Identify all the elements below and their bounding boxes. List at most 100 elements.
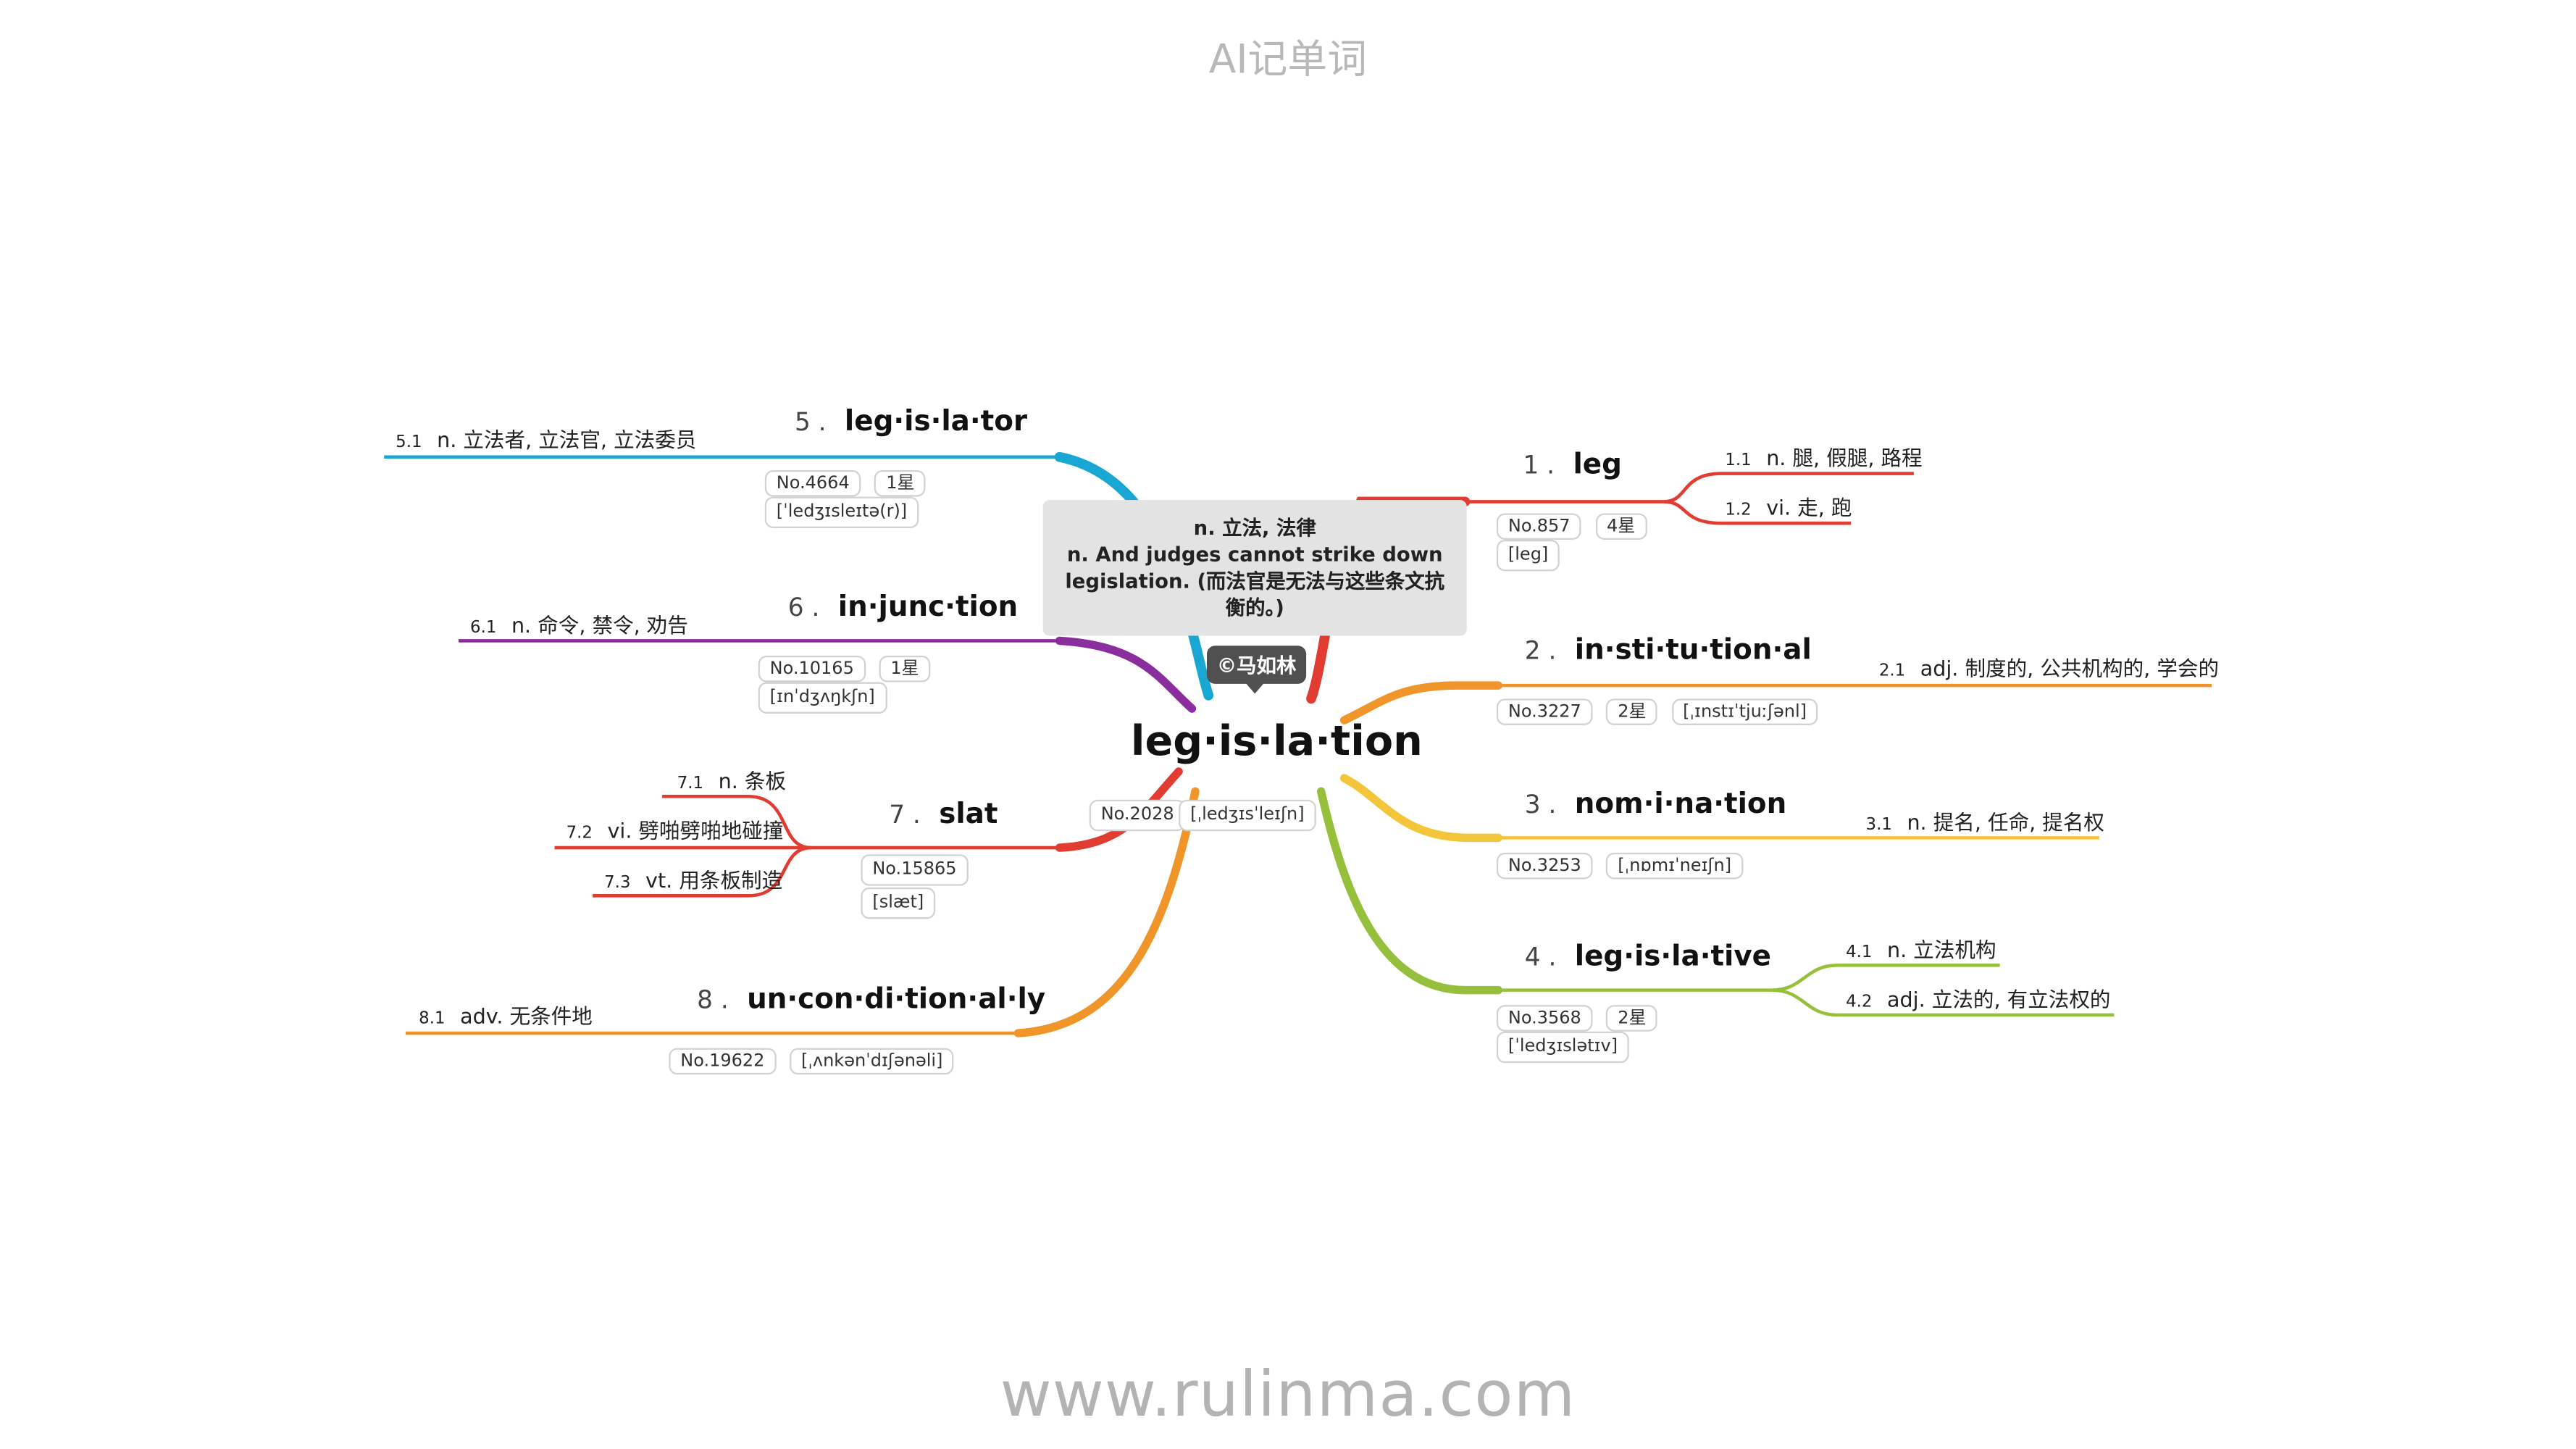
phonetic-badge: [ɪnˈdʒʌŋkʃn] bbox=[758, 682, 887, 714]
definition-text: adv. 无条件地 bbox=[460, 1003, 593, 1029]
definition-number: 7.1 bbox=[677, 774, 704, 793]
author-tag-pointer bbox=[1245, 682, 1265, 694]
popup-example: n. And judges cannot strike down legisla… bbox=[1065, 543, 1445, 619]
phonetic-badge: [ˈledʒɪsleɪtə(r)] bbox=[764, 496, 919, 529]
phonetic-badge: [ˈledʒɪslətɪv] bbox=[1496, 1031, 1630, 1064]
star-badge: 1星 bbox=[874, 470, 927, 497]
number-badge: No.10165 bbox=[758, 655, 866, 682]
definition-number: 2.1 bbox=[1878, 662, 1906, 681]
center-number-badge: No.2028 bbox=[1089, 799, 1186, 832]
star-badge: 1星 bbox=[879, 655, 931, 682]
branch-8-node[interactable]: 8 . un·con·di·tion·al·ly bbox=[697, 983, 1045, 1016]
definition-text: n. 立法机构 bbox=[1887, 937, 1996, 962]
phonetic-badge: [ˌʌnkənˈdɪʃənəli] bbox=[789, 1048, 955, 1075]
definition-number: 7.2 bbox=[566, 824, 593, 843]
branch-4-node[interactable]: 4 . leg·is·la·tive bbox=[1525, 940, 1771, 974]
phonetic-badge: [leg] bbox=[1496, 540, 1560, 572]
phonetic-badge: [ˌnɒmɪˈneɪʃn] bbox=[1606, 852, 1744, 880]
trunk-8 bbox=[1013, 787, 1200, 1037]
branch-word: leg bbox=[1573, 448, 1622, 483]
definition-number: 1.1 bbox=[1725, 451, 1752, 471]
number-badge: No.3253 bbox=[1496, 852, 1593, 880]
branch-number: 2 . bbox=[1524, 635, 1557, 666]
branch-6-badges: No.10165 1星 bbox=[758, 649, 931, 682]
definition-text: n. 提名, 任命, 提名权 bbox=[1907, 809, 2105, 835]
definition-number: 3.1 bbox=[1865, 816, 1892, 835]
definition-8-1: 8.1 adv. 无条件地 bbox=[419, 998, 593, 1030]
branch-number: 3 . bbox=[1524, 790, 1557, 820]
definition-number: 8.1 bbox=[419, 1010, 446, 1029]
branch-2-node[interactable]: 2 . in·sti·tu·tion·al bbox=[1525, 634, 1812, 667]
fork-4-2 bbox=[1771, 988, 2115, 1017]
definition-4-2: 4.2 adj. 立法的, 有立法权的 bbox=[1846, 982, 2110, 1013]
branch-number: 5 . bbox=[794, 407, 827, 438]
star-badge: 2星 bbox=[1606, 1005, 1658, 1032]
branch-6-node[interactable]: 6 . in·junc·tion bbox=[788, 591, 1018, 625]
branch-number: 4 . bbox=[1524, 942, 1557, 972]
number-badge: No.3568 bbox=[1496, 1005, 1593, 1032]
number-badge: No.4664 bbox=[764, 470, 861, 497]
definition-text: vt. 用条板制造 bbox=[645, 867, 783, 893]
definition-text: adj. 制度的, 公共机构的, 学会的 bbox=[1920, 655, 2220, 681]
branch-word: in·sti·tu·tion·al bbox=[1574, 634, 1812, 667]
center-phonetic-badge: [ˌledʒɪsˈleɪʃn] bbox=[1179, 799, 1316, 832]
fork-1-2 bbox=[1663, 500, 1851, 525]
branch-word: leg·is·la·tive bbox=[1574, 940, 1772, 974]
page-title: AI记单词 bbox=[1208, 36, 1368, 83]
number-badge: No.3227 bbox=[1496, 698, 1593, 725]
branch-8-badges: No.19622 [ˌʌnkənˈdɪʃənəli] bbox=[669, 1041, 955, 1075]
branch-5-node[interactable]: 5 . leg·is·la·tor bbox=[795, 406, 1027, 439]
center-word[interactable]: leg·is·la·tion bbox=[1130, 717, 1423, 765]
fork-7-1 bbox=[662, 794, 811, 850]
definition-number: 4.2 bbox=[1846, 993, 1873, 1012]
fork-4-1 bbox=[1771, 964, 2000, 992]
branch-word: slat bbox=[939, 798, 998, 832]
definition-3-1: 3.1 n. 提名, 任命, 提名权 bbox=[1866, 805, 2104, 836]
number-badge: No.19622 bbox=[669, 1048, 777, 1075]
author-tag: ©马如林 bbox=[1206, 646, 1307, 684]
definition-text: n. 命令, 禁令, 劝告 bbox=[511, 612, 688, 638]
definition-text: n. 腿, 假腿, 路程 bbox=[1766, 445, 1923, 471]
branch-number: 8 . bbox=[697, 985, 729, 1015]
branch-3-badges: No.3253 [ˌnɒmɪˈneɪʃn] bbox=[1496, 846, 1744, 880]
number-badge: No.857 bbox=[1496, 513, 1582, 540]
definition-text: n. 立法者, 立法官, 立法委员 bbox=[437, 427, 697, 452]
definition-text: vi. 劈啪劈啪地碰撞 bbox=[607, 817, 784, 843]
definition-7-1: 7.1 n. 条板 bbox=[677, 764, 786, 795]
branch-3-node[interactable]: 3 . nom·i·na·tion bbox=[1525, 788, 1787, 822]
definition-popup: n. 立法, 法律 n. And judges cannot strike do… bbox=[1042, 500, 1467, 636]
definition-2-1: 2.1 adj. 制度的, 公共机构的, 学会的 bbox=[1879, 651, 2219, 682]
definition-number: 4.1 bbox=[1846, 943, 1873, 962]
site-footer: www.rulinma.com bbox=[1000, 1357, 1576, 1431]
definition-text: n. 条板 bbox=[718, 768, 787, 793]
definition-text: vi. 走, 跑 bbox=[1766, 495, 1852, 520]
definition-7-2: 7.2 vi. 劈啪劈啪地碰撞 bbox=[566, 813, 784, 844]
branch-word: in·junc·tion bbox=[837, 590, 1019, 625]
branch-word: nom·i·na·tion bbox=[1574, 788, 1787, 822]
popup-definition: n. 立法, 法律 bbox=[1193, 517, 1316, 540]
branch-7-node[interactable]: 7 . slat bbox=[889, 798, 998, 832]
branch-word: leg·is·la·tor bbox=[844, 405, 1028, 439]
fork-1-1 bbox=[1663, 472, 1914, 504]
definition-5-1: 5.1 n. 立法者, 立法官, 立法委员 bbox=[396, 422, 696, 454]
definition-number: 1.2 bbox=[1725, 501, 1752, 520]
branch-4-badges: No.3568 2星 bbox=[1496, 998, 1658, 1032]
branch-number: 1 . bbox=[1523, 450, 1555, 480]
branch-number: 7 . bbox=[889, 799, 921, 830]
trunk-3 bbox=[1339, 774, 1502, 843]
phonetic-badge: [slæt] bbox=[861, 887, 936, 919]
definition-text: adj. 立法的, 有立法权的 bbox=[1887, 987, 2111, 1012]
definition-number: 7.3 bbox=[604, 874, 631, 893]
definition-1-1: 1.1 n. 腿, 假腿, 路程 bbox=[1725, 440, 1922, 472]
trunk-6 bbox=[1055, 636, 1197, 713]
branch-1-badges: No.857 4星 bbox=[1496, 506, 1647, 540]
star-badge: 4星 bbox=[1595, 513, 1647, 540]
definition-number: 5.1 bbox=[396, 433, 422, 452]
branch-word: un·con·di·tion·al·ly bbox=[747, 983, 1046, 1017]
branch-5-badges: No.4664 1星 bbox=[764, 464, 927, 497]
definition-7-3: 7.3 vt. 用条板制造 bbox=[604, 863, 782, 894]
definition-1-2: 1.2 vi. 走, 跑 bbox=[1725, 490, 1852, 521]
branch-1-node[interactable]: 1 . leg bbox=[1523, 448, 1621, 482]
